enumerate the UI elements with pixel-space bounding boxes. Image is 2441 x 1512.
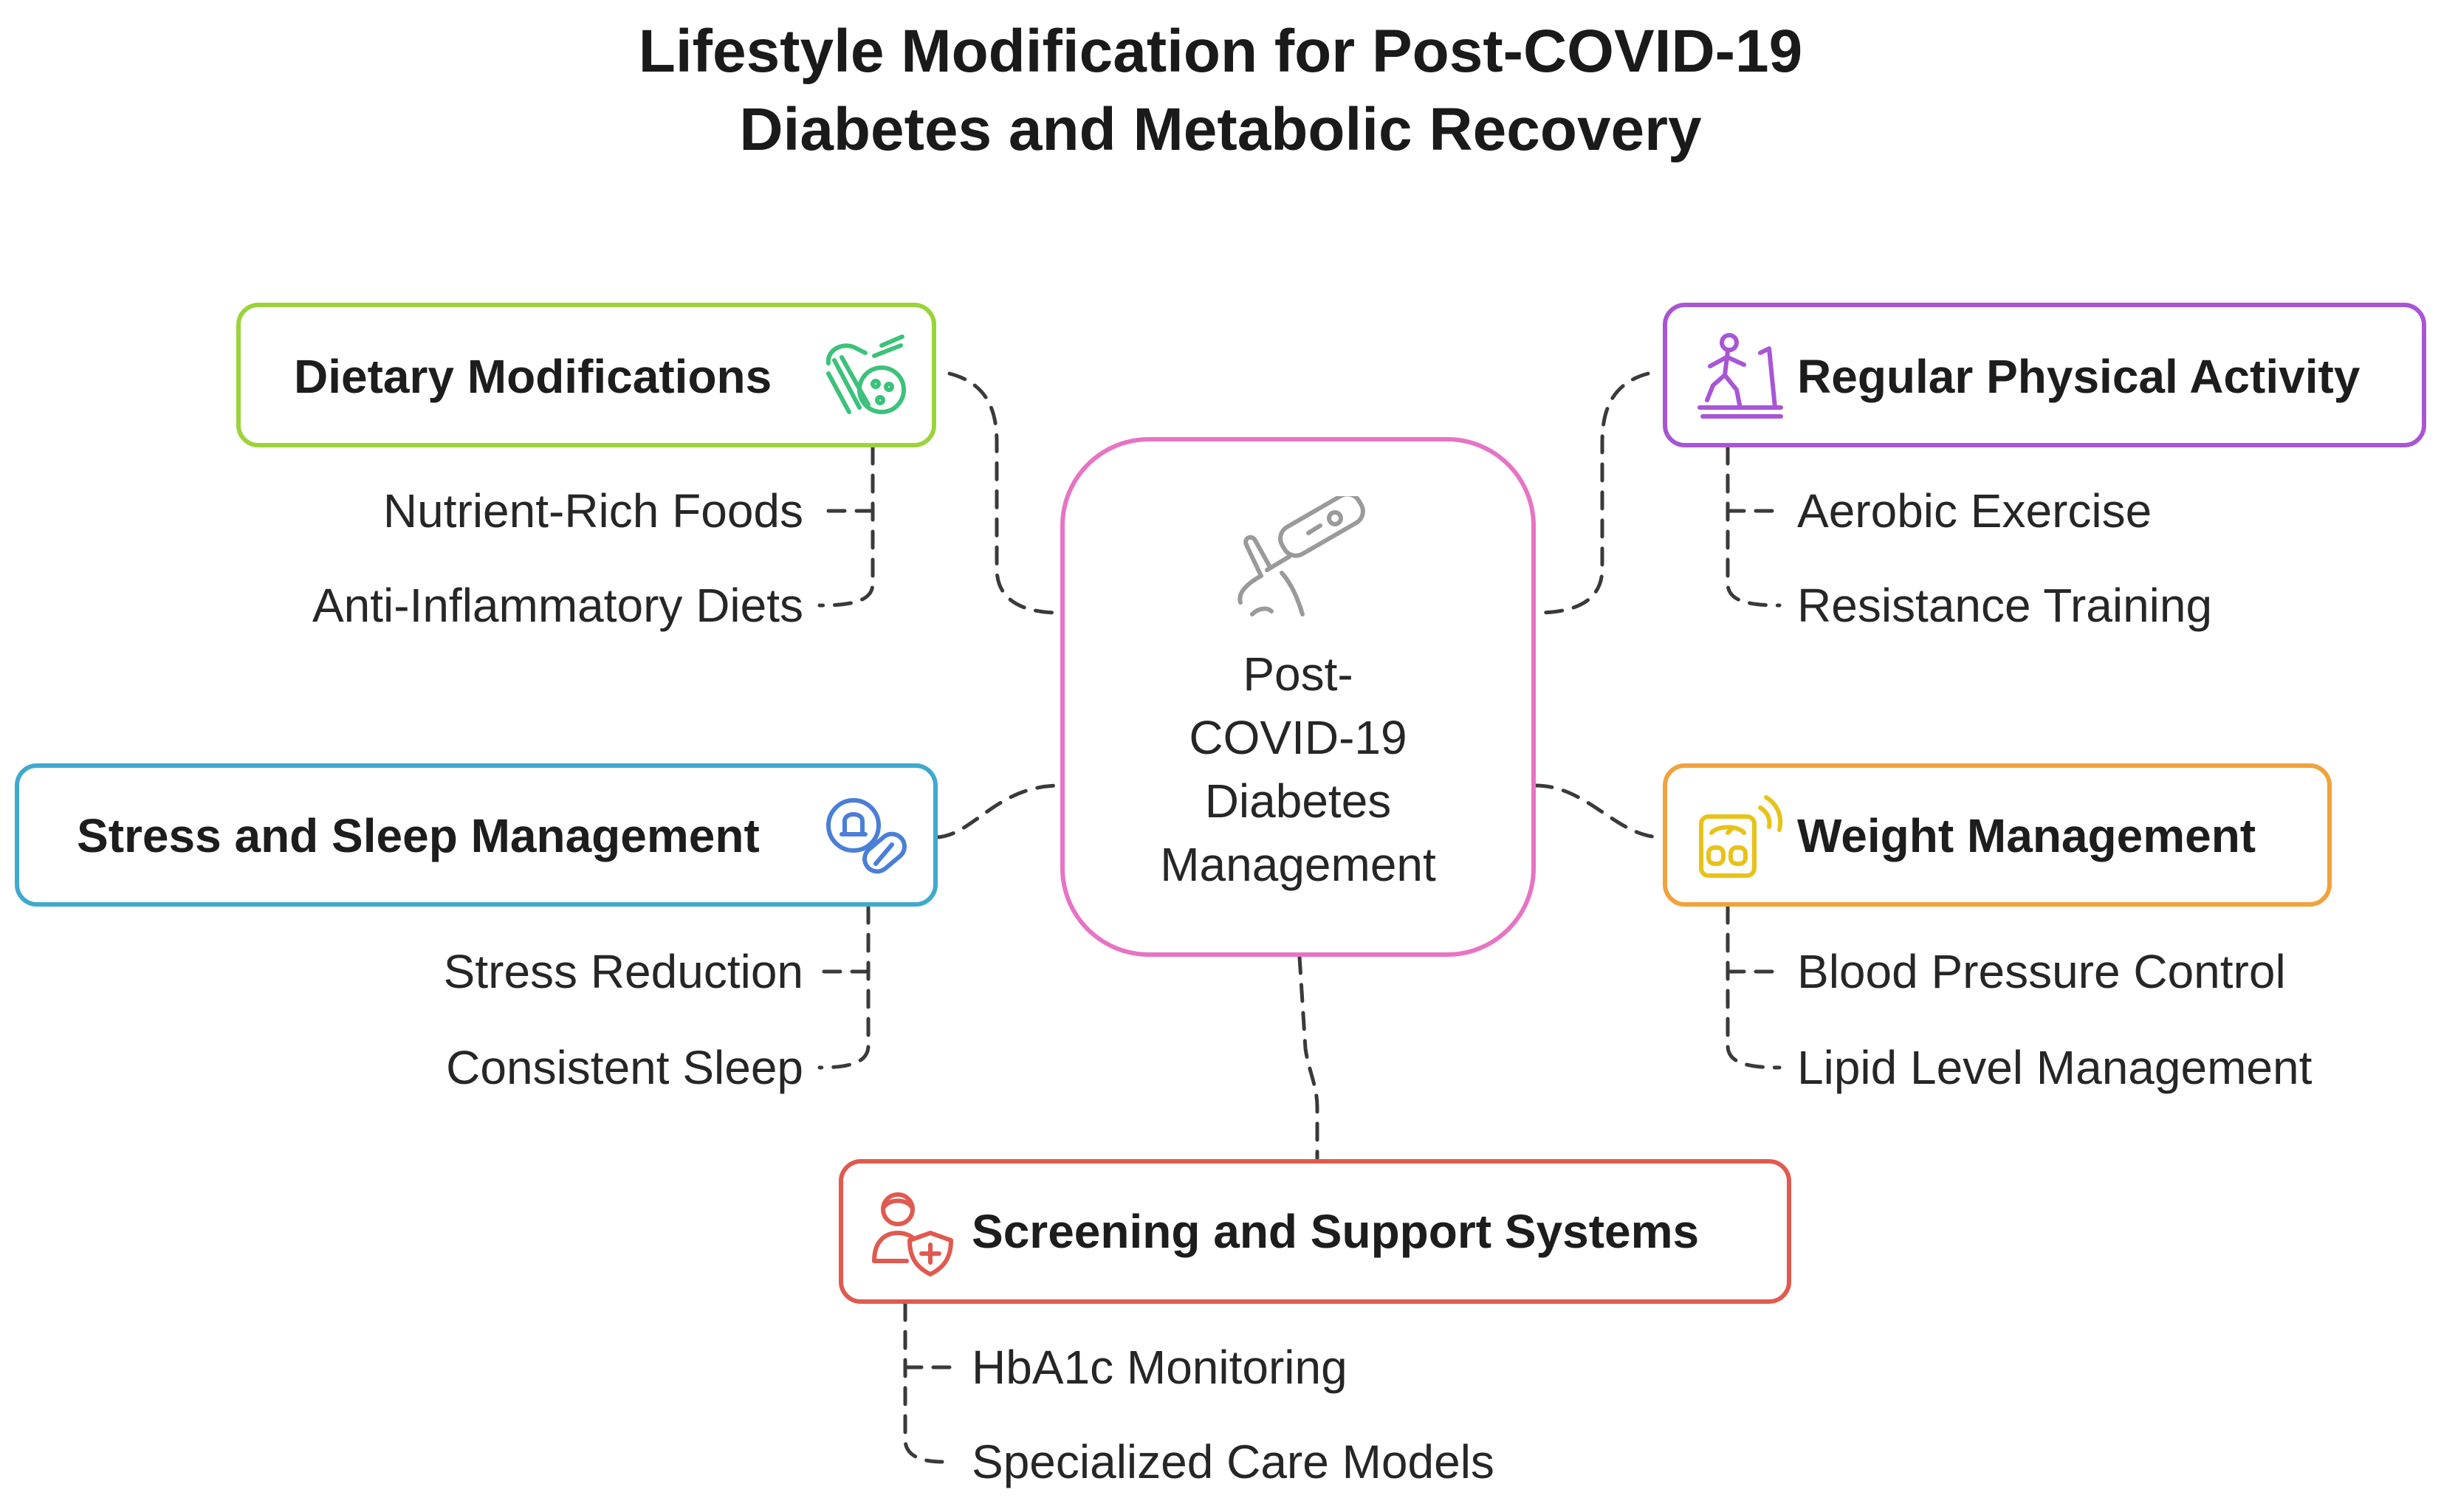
connector-weight-items [1726,904,1782,1070]
screening-item-1: HbA1c Monitoring [972,1341,1347,1394]
branch-dietary-card [236,303,936,447]
physical-item-1: Aerobic Exercise [1797,484,2152,537]
dietary-item-1: Nutrient-Rich Foods [382,484,803,537]
connector-physical-items [1726,445,1782,608]
central-label-line-2: COVID-19 [1189,711,1407,764]
weight-item-1: Blood Pressure Control [1797,945,2286,998]
central-label-line-4: Management [1160,838,1436,891]
connector-screening-items [903,1302,955,1464]
connector-dietary-items [817,445,875,608]
branch-screening-label: Screening and Support Systems [972,1205,1700,1258]
connector-physical [1534,371,1650,615]
branch-dietary-label: Dietary Modifications [294,350,772,403]
pills-icon [826,798,907,874]
central-label-line-1: Post- [1243,647,1353,701]
weight-item-2: Lipid Level Management [1797,1041,2313,1094]
food-icon [825,334,906,414]
branch-stress-label: Stress and Sleep Management [77,809,760,862]
diagram-title-line-1: Lifestyle Modification for Post-COVID-19 [638,18,1803,85]
central-label-line-3: Diabetes [1204,774,1392,828]
connector-stress-items [817,904,871,1070]
glucose-meter-icon [1237,496,1365,616]
scale-icon [1699,795,1783,878]
screening-item-2: Specialized Care Models [972,1435,1494,1488]
branch-stress-card [15,763,938,907]
branch-weight-card [1663,763,2332,907]
central-node [1060,437,1536,957]
branch-weight-label: Weight Management [1797,809,2256,862]
central-node-label: Post- COVID-19 Diabetes Management [1060,642,1536,896]
diagram-title-line-2: Diabetes and Metabolic Recovery [739,96,1702,163]
physical-item-2: Resistance Training [1797,579,2213,632]
connector-weight [1534,783,1664,839]
doctor-shield-icon [872,1192,953,1276]
branch-physical-card [1663,303,2426,447]
branch-physical-label: Regular Physical Activity [1797,350,2361,403]
stress-item-2: Consistent Sleep [446,1041,803,1094]
stress-item-1: Stress Reduction [443,945,803,998]
treadmill-icon [1697,333,1783,419]
branch-screening-card [839,1159,1791,1304]
connector-dietary [947,371,1062,615]
dietary-item-2: Anti-Inflammatory Diets [312,579,803,632]
connector-screening [1297,955,1319,1161]
connector-stress [935,783,1062,839]
